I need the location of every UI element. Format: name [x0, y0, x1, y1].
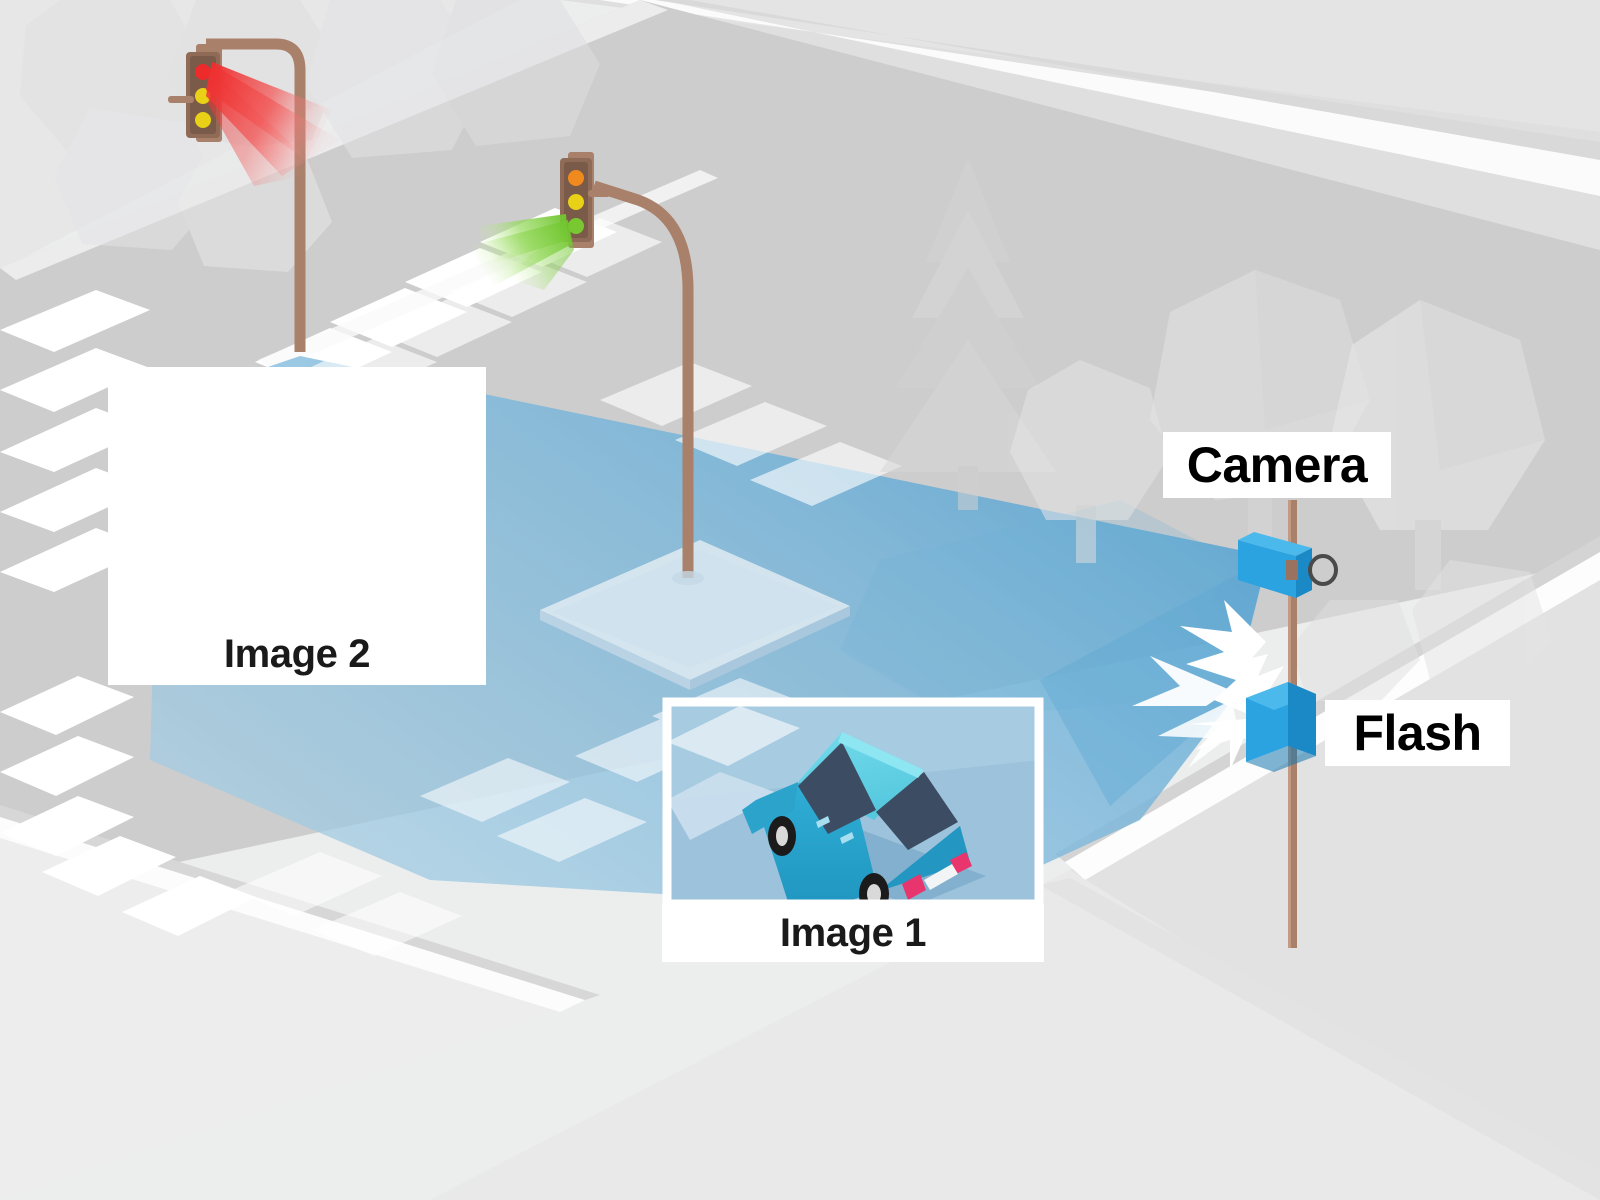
flash-label: Flash [1325, 700, 1510, 766]
image-2-card[interactable]: Image 2 [108, 367, 486, 685]
flash-unit [1246, 682, 1316, 772]
image-1-photo-contents [667, 702, 1039, 904]
image-1-card[interactable]: Image 1 [662, 697, 1044, 962]
traffic-signal-green [470, 152, 704, 585]
crosswalk-in-detection-zone [232, 218, 902, 956]
traffic-signal-red [168, 38, 340, 352]
traffic-island [540, 540, 850, 690]
image-1-caption: Image 1 [662, 904, 1044, 962]
camera-unit [1238, 532, 1338, 598]
image-2-caption: Image 2 [223, 631, 371, 676]
camera-label: Camera [1163, 432, 1391, 498]
